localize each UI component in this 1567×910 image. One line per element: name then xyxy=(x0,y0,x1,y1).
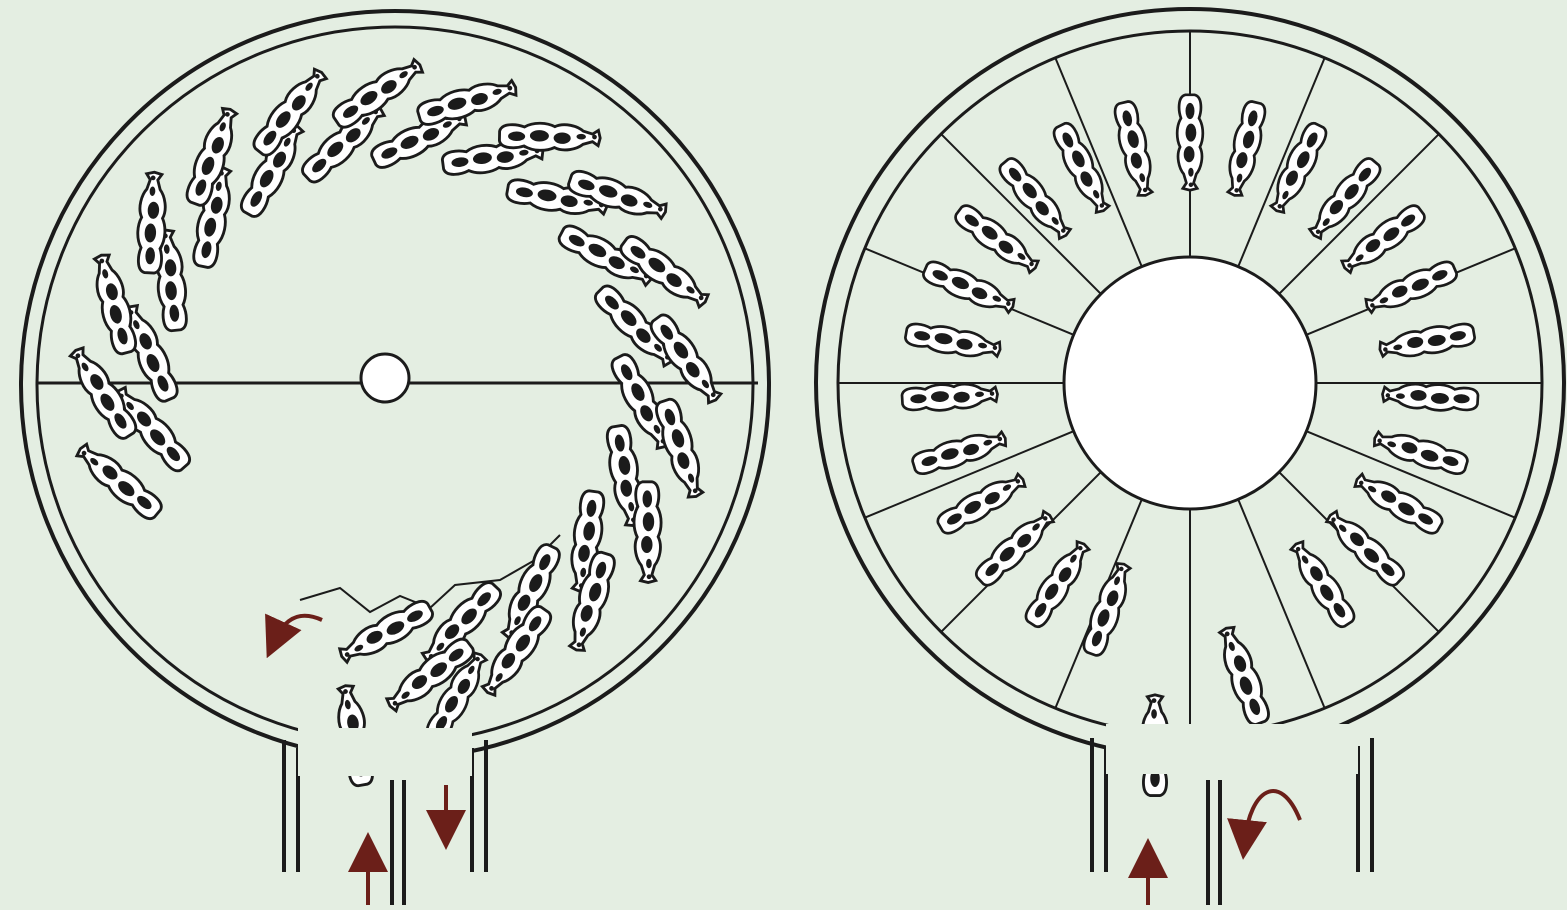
left-den-hub xyxy=(361,354,409,402)
wall-opening xyxy=(298,728,472,776)
wall-opening xyxy=(1106,724,1358,774)
right-den-hub xyxy=(1064,257,1316,509)
